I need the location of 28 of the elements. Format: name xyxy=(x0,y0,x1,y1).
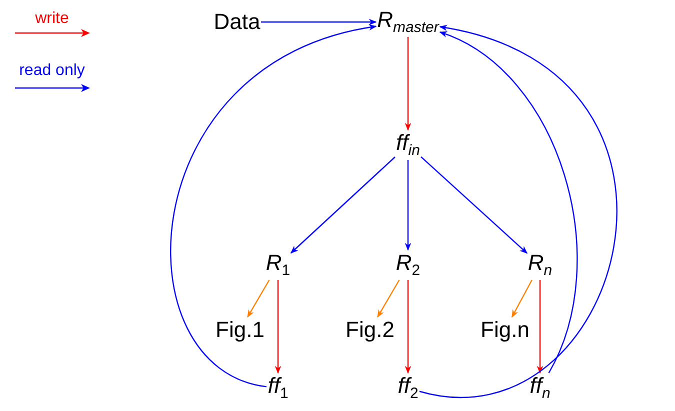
arrow xyxy=(511,280,532,318)
node-label: R$_{2}$ xyxy=(394,250,422,280)
node-label: Data xyxy=(212,9,262,35)
node-label: Fig.2 xyxy=(344,317,396,343)
node-label: Fig.n xyxy=(480,317,530,343)
arrow xyxy=(377,280,400,318)
node-label: ff$_{2}$ xyxy=(396,373,420,403)
node-label: ff$_{n}$ xyxy=(528,373,552,403)
arrow xyxy=(404,280,412,374)
arrow xyxy=(261,18,377,26)
arrow xyxy=(536,280,544,374)
node-label: ff$_{1}$ xyxy=(266,373,290,403)
node-label: Fig.1 xyxy=(214,317,266,343)
arrow xyxy=(419,26,617,398)
node-label: R$_{n}$ xyxy=(526,250,554,280)
legend-label: read only xyxy=(19,62,85,80)
arrow xyxy=(420,156,528,254)
arrow xyxy=(170,24,377,388)
arrow xyxy=(247,280,270,318)
arrow xyxy=(274,280,282,374)
legend-label: write xyxy=(35,10,69,28)
arrow xyxy=(290,156,396,254)
node-label: ff$_{in}$ xyxy=(395,130,421,160)
node-label: R$_{master}$ xyxy=(376,7,440,37)
node-label: R$_{1}$ xyxy=(264,250,292,280)
arrow xyxy=(404,37,412,131)
arrow xyxy=(404,160,412,251)
arrow xyxy=(439,32,578,374)
